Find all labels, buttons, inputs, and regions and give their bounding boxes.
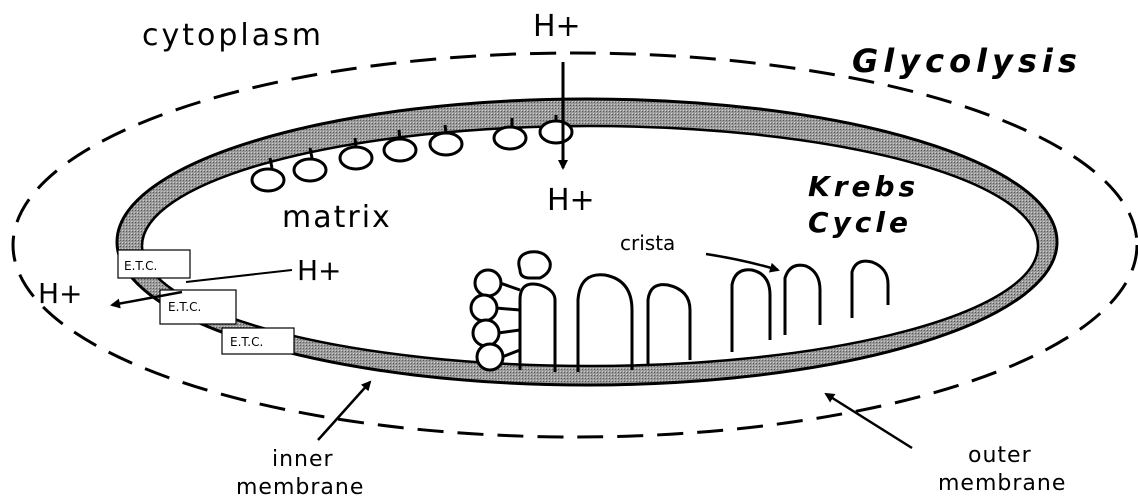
synthase-knob bbox=[473, 320, 499, 346]
etc-label-3: E.T.C. bbox=[230, 335, 263, 349]
synthase-knob bbox=[475, 270, 501, 296]
h-plus-matrix-label: H+ bbox=[547, 183, 595, 218]
inner-membrane-label-line2: membrane bbox=[236, 475, 364, 500]
synthase-knob bbox=[471, 295, 497, 321]
cytoplasm-label: cytoplasm bbox=[142, 18, 324, 53]
outer-membrane-label-line2: membrane bbox=[938, 471, 1066, 496]
etc-box-3: E.T.C. bbox=[222, 328, 294, 354]
etc-label-2: E.T.C. bbox=[168, 300, 201, 314]
inner-membrane-pointer bbox=[318, 382, 370, 440]
h-plus-left-label: H+ bbox=[38, 277, 83, 310]
krebs-label-line2: Cycle bbox=[808, 206, 912, 239]
outer-membrane-label-line1: outer bbox=[968, 443, 1032, 468]
glycolysis-label: Glycolysis bbox=[852, 42, 1082, 80]
h-plus-top-label: H+ bbox=[533, 9, 581, 44]
etc-box-1: E.T.C. bbox=[118, 250, 190, 278]
synthase-knob bbox=[477, 344, 503, 370]
crista-label: crista bbox=[620, 231, 675, 255]
matrix-label: matrix bbox=[282, 200, 392, 235]
etc-label-1: E.T.C. bbox=[124, 259, 157, 273]
inner-membrane-label-line1: inner bbox=[272, 447, 334, 472]
krebs-label-line1: Krebs bbox=[808, 170, 919, 203]
h-plus-etc-label: H+ bbox=[297, 254, 342, 287]
